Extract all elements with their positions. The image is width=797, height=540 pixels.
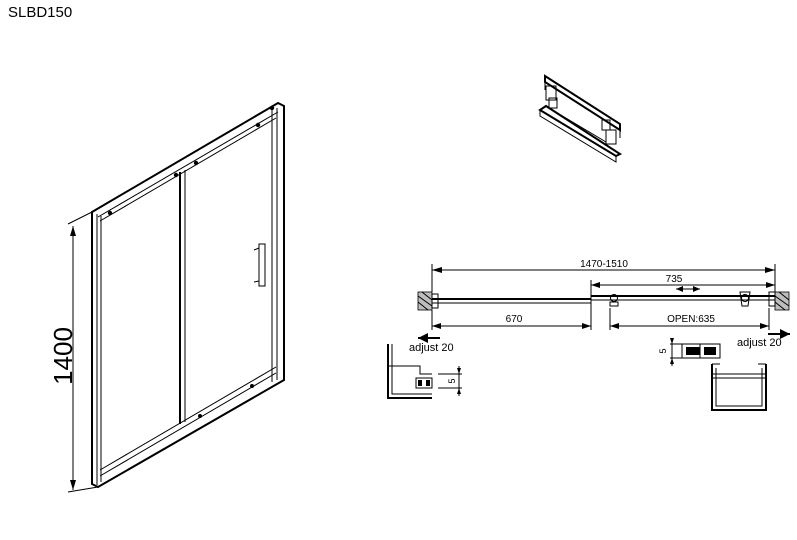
model-code: SLBD150 (8, 4, 73, 21)
adjust-left-label: adjust 20 (409, 342, 454, 354)
right-profile-detail: 5 (658, 338, 767, 411)
left-detail-dimension: 5 (447, 378, 457, 383)
left-profile-detail: 5 (387, 344, 462, 399)
sliding-panel-label: 735 (666, 274, 683, 285)
right-detail-dimension: 5 (658, 348, 668, 353)
roller-bracket-detail (538, 74, 623, 163)
handle-bar (258, 243, 266, 287)
opening-label: OPEN:635 (667, 314, 715, 325)
fixed-panel-label: 670 (506, 314, 523, 325)
door-perspective-view: 1400 (48, 101, 285, 493)
height-dimension-label: 1400 (48, 327, 78, 385)
total-width-label: 1470-1510 (580, 259, 628, 270)
adjust-right-label: adjust 20 (737, 337, 782, 349)
plan-view: 1470-1510 735 670 OPEN:635 adjust 20 (409, 259, 790, 354)
